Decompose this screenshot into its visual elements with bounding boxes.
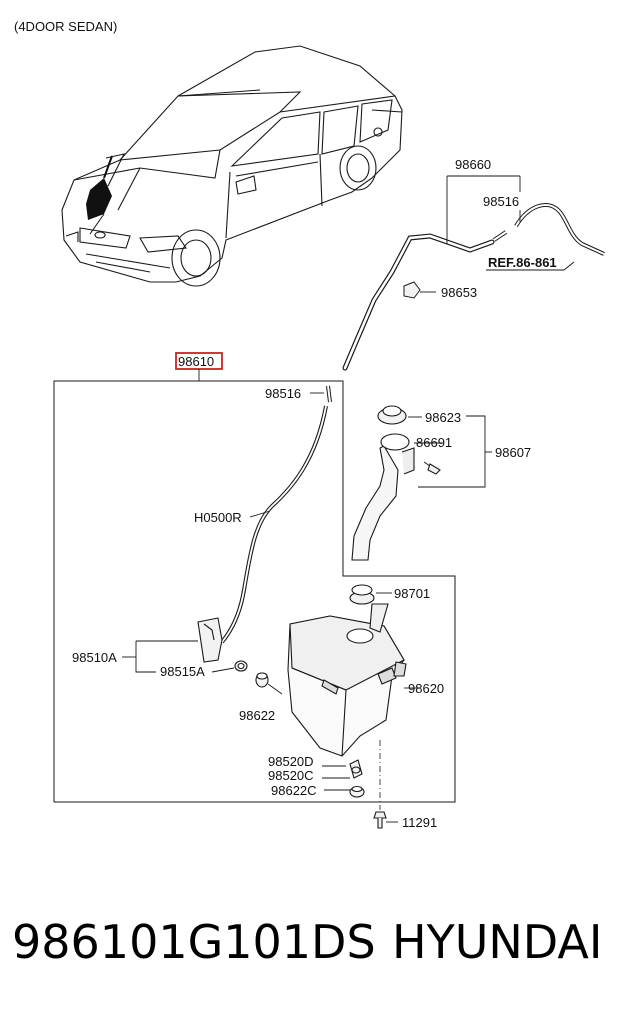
callout-98520d: 98520D — [268, 754, 314, 769]
ref-label: REF.86-861 — [488, 255, 557, 270]
callout-98516-top: 98516 — [483, 194, 519, 209]
callout-98660: 98660 — [455, 157, 491, 172]
filler-neck-group — [351, 405, 441, 561]
callout-98610: 98610 — [178, 354, 214, 369]
reservoir-98620 — [287, 603, 407, 757]
upper-hose-assembly — [342, 175, 605, 371]
level-sensor — [349, 759, 365, 798]
callout-98510a: 98510A — [72, 650, 117, 665]
callout-98653: 98653 — [441, 285, 477, 300]
car-illustration — [61, 45, 403, 287]
callout-86691: 86691 — [416, 435, 452, 450]
variant-label: (4DOOR SEDAN) — [14, 19, 117, 34]
callout-11291: 11291 — [402, 815, 437, 830]
callout-h0500r: H0500R — [194, 510, 242, 525]
callout-98701: 98701 — [394, 586, 430, 601]
callout-98516: 98516 — [265, 386, 301, 401]
plug-98622 — [255, 672, 269, 688]
part-number: 986101G101DS — [12, 915, 376, 969]
callout-98607: 98607 — [495, 445, 531, 460]
seal-98701 — [349, 584, 375, 605]
callout-98515a: 98515A — [160, 664, 205, 679]
pump-98510a — [197, 617, 248, 672]
callout-98520c: 98520C — [268, 768, 314, 783]
inner-hose — [220, 385, 332, 644]
callout-98622: 98622 — [239, 708, 275, 723]
callout-98622c: 98622C — [271, 783, 317, 798]
callout-98620: 98620 — [408, 681, 444, 696]
bolt-11291 — [373, 811, 387, 829]
brand-name: HYUNDAI — [392, 915, 602, 969]
callout-98623: 98623 — [425, 410, 461, 425]
assembly-frame — [53, 380, 456, 803]
washer-location-highlight — [86, 178, 112, 220]
